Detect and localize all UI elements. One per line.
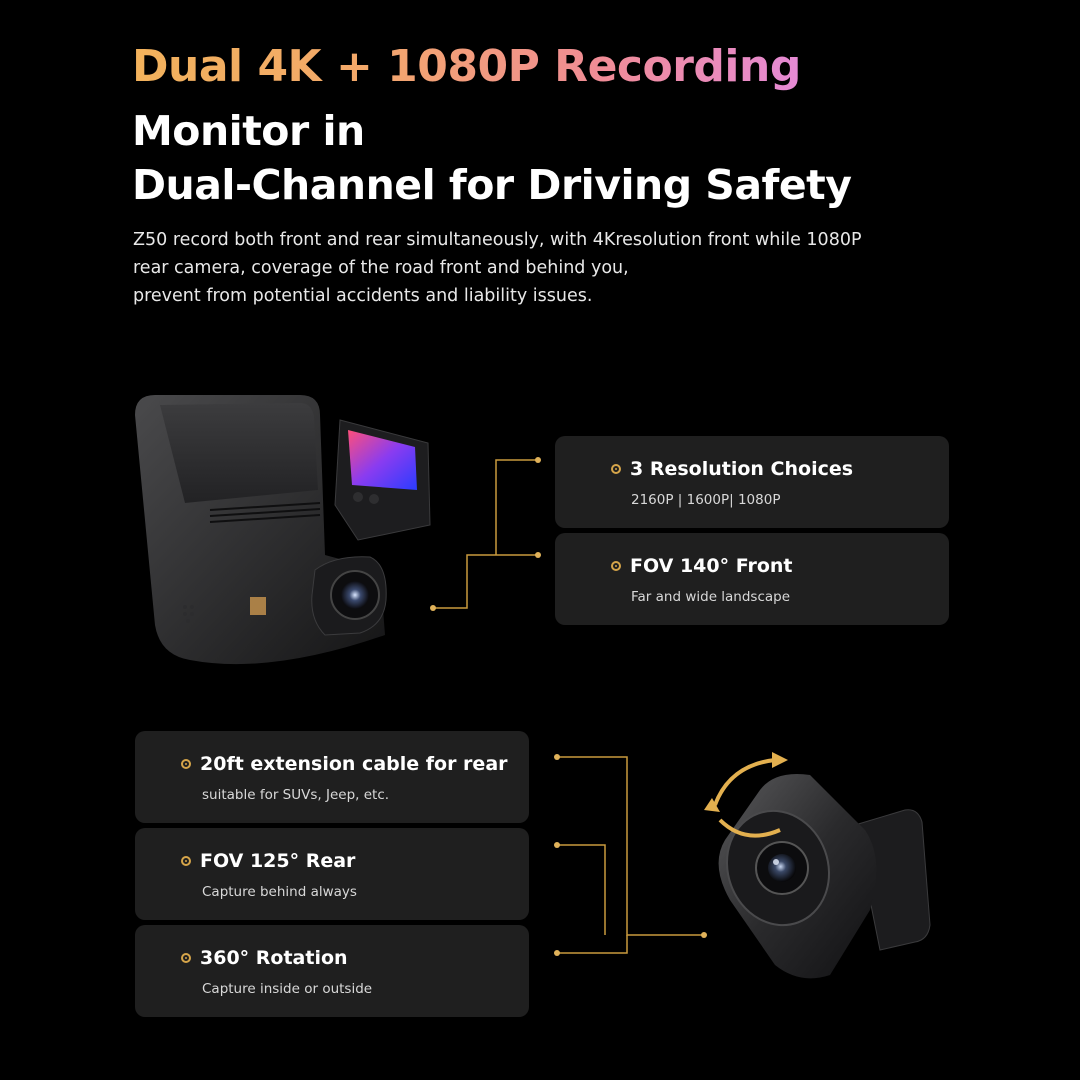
- feature-card-resolution: 3 Resolution Choices 2160P | 1600P| 1080…: [555, 436, 949, 528]
- feature-card-fov-rear: FOV 125° Rear Capture behind always: [135, 828, 529, 920]
- rotation-arrows-icon: [713, 758, 781, 838]
- headline: Dual 4K + 1080P Recording: [132, 41, 801, 92]
- feature-subtitle: 2160P | 1600P| 1080P: [631, 492, 781, 508]
- ring-bullet-icon: [611, 561, 621, 571]
- feature-card-extension-cable: 20ft extension cable for rear suitable f…: [135, 731, 529, 823]
- feature-subtitle: Capture behind always: [202, 884, 357, 900]
- feature-title: FOV 140° Front: [630, 555, 793, 577]
- feature-subtitle: Far and wide landscape: [631, 589, 791, 605]
- feature-subtitle: Capture inside or outside: [202, 981, 373, 997]
- description: Z50 record both front and rear simultane…: [133, 226, 993, 310]
- subtitle-line-2: Dual-Channel for Driving Safety: [132, 161, 852, 209]
- ring-bullet-icon: [181, 953, 191, 963]
- description-line-3: prevent from potential accidents and lia…: [133, 286, 593, 306]
- feature-title: 20ft extension cable for rear: [200, 753, 508, 775]
- ring-bullet-icon: [181, 759, 191, 769]
- feature-card-rotation: 360° Rotation Capture inside or outside: [135, 925, 529, 1017]
- feature-title: FOV 125° Rear: [200, 850, 356, 872]
- ring-bullet-icon: [611, 464, 621, 474]
- description-line-2: rear camera, coverage of the road front …: [133, 258, 629, 278]
- subtitle-line-1: Monitor in: [132, 107, 365, 155]
- feature-subtitle: suitable for SUVs, Jeep, etc.: [202, 787, 390, 803]
- subtitle: Monitor in Dual-Channel for Driving Safe…: [132, 104, 852, 212]
- description-line-1: Z50 record both front and rear simultane…: [133, 230, 862, 250]
- feature-title: 3 Resolution Choices: [630, 458, 854, 480]
- ring-bullet-icon: [181, 856, 191, 866]
- feature-card-fov-front: FOV 140° Front Far and wide landscape: [555, 533, 949, 625]
- feature-title: 360° Rotation: [200, 947, 348, 969]
- rear-camera-image: [704, 752, 931, 979]
- front-dashcam-image: [135, 395, 431, 665]
